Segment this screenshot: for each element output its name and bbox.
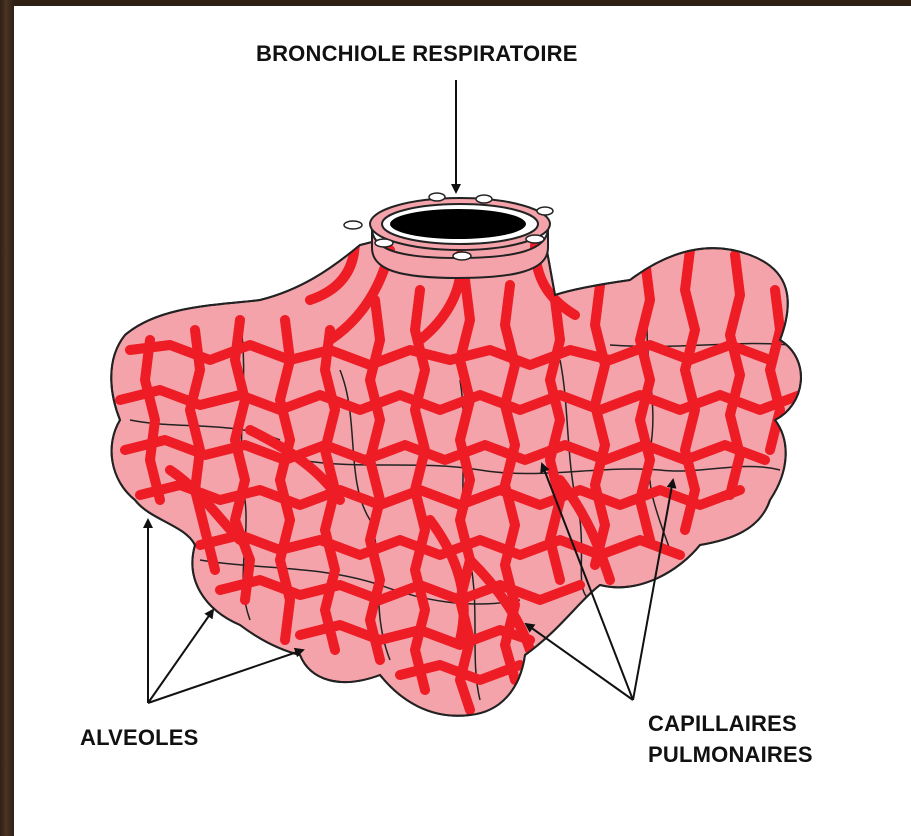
capillaires-label-line2: PULMONAIRES	[648, 741, 813, 769]
bronchiole-label: BRONCHIOLE RESPIRATOIRE	[256, 40, 578, 68]
capillaires-label-line1: CAPILLAIRES	[648, 710, 797, 738]
bronchiole-lumen	[390, 209, 526, 239]
alveolar-cluster	[111, 240, 801, 716]
alveoles-label: ALVEOLES	[80, 724, 199, 752]
